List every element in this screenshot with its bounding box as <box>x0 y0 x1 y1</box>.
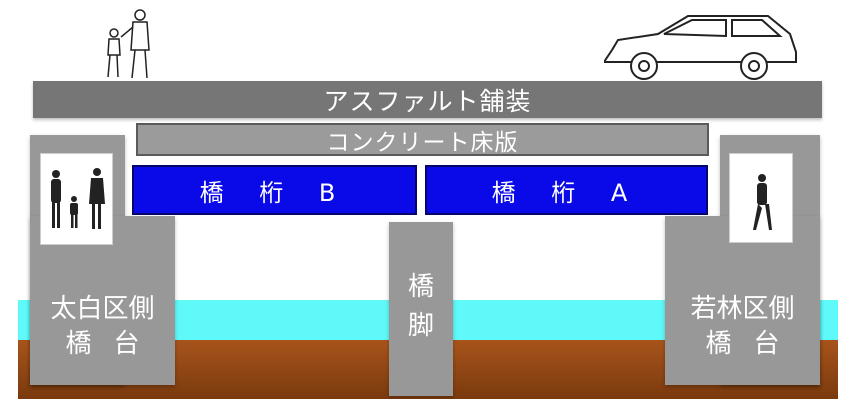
left-abutment-label-line1: 太白区側 <box>50 294 155 324</box>
car-icon <box>604 15 797 80</box>
right-abutment-base <box>665 216 820 385</box>
pier-label-line1: 橋 <box>407 272 434 302</box>
asphalt-pavement: アスファルト舗装 <box>33 81 822 118</box>
pier-label: 橋 脚 <box>389 268 453 346</box>
bridge-pier <box>389 222 453 396</box>
pedestrians-icon <box>107 9 150 79</box>
person-walking-icon <box>753 174 772 230</box>
girder-b: 橋 桁 B <box>132 165 417 215</box>
left-abutment-label: 太白区側 橋台 <box>30 292 175 362</box>
girder-a: 橋 桁 A <box>425 165 708 215</box>
right-abutment-label-line1: 若林区側 <box>690 294 795 324</box>
right-abutment-label-line2: 橋台 <box>705 329 802 360</box>
concrete-deck-slab: コンクリート床版 <box>136 123 709 156</box>
left-abutment-label-line2: 橋台 <box>65 329 162 360</box>
left-walkway-opening <box>40 153 113 245</box>
pier-label-line2: 脚 <box>407 311 434 341</box>
family-walking-icon <box>51 168 105 229</box>
right-walkway-opening <box>729 153 793 243</box>
right-abutment-label: 若林区側 橋台 <box>665 292 820 362</box>
